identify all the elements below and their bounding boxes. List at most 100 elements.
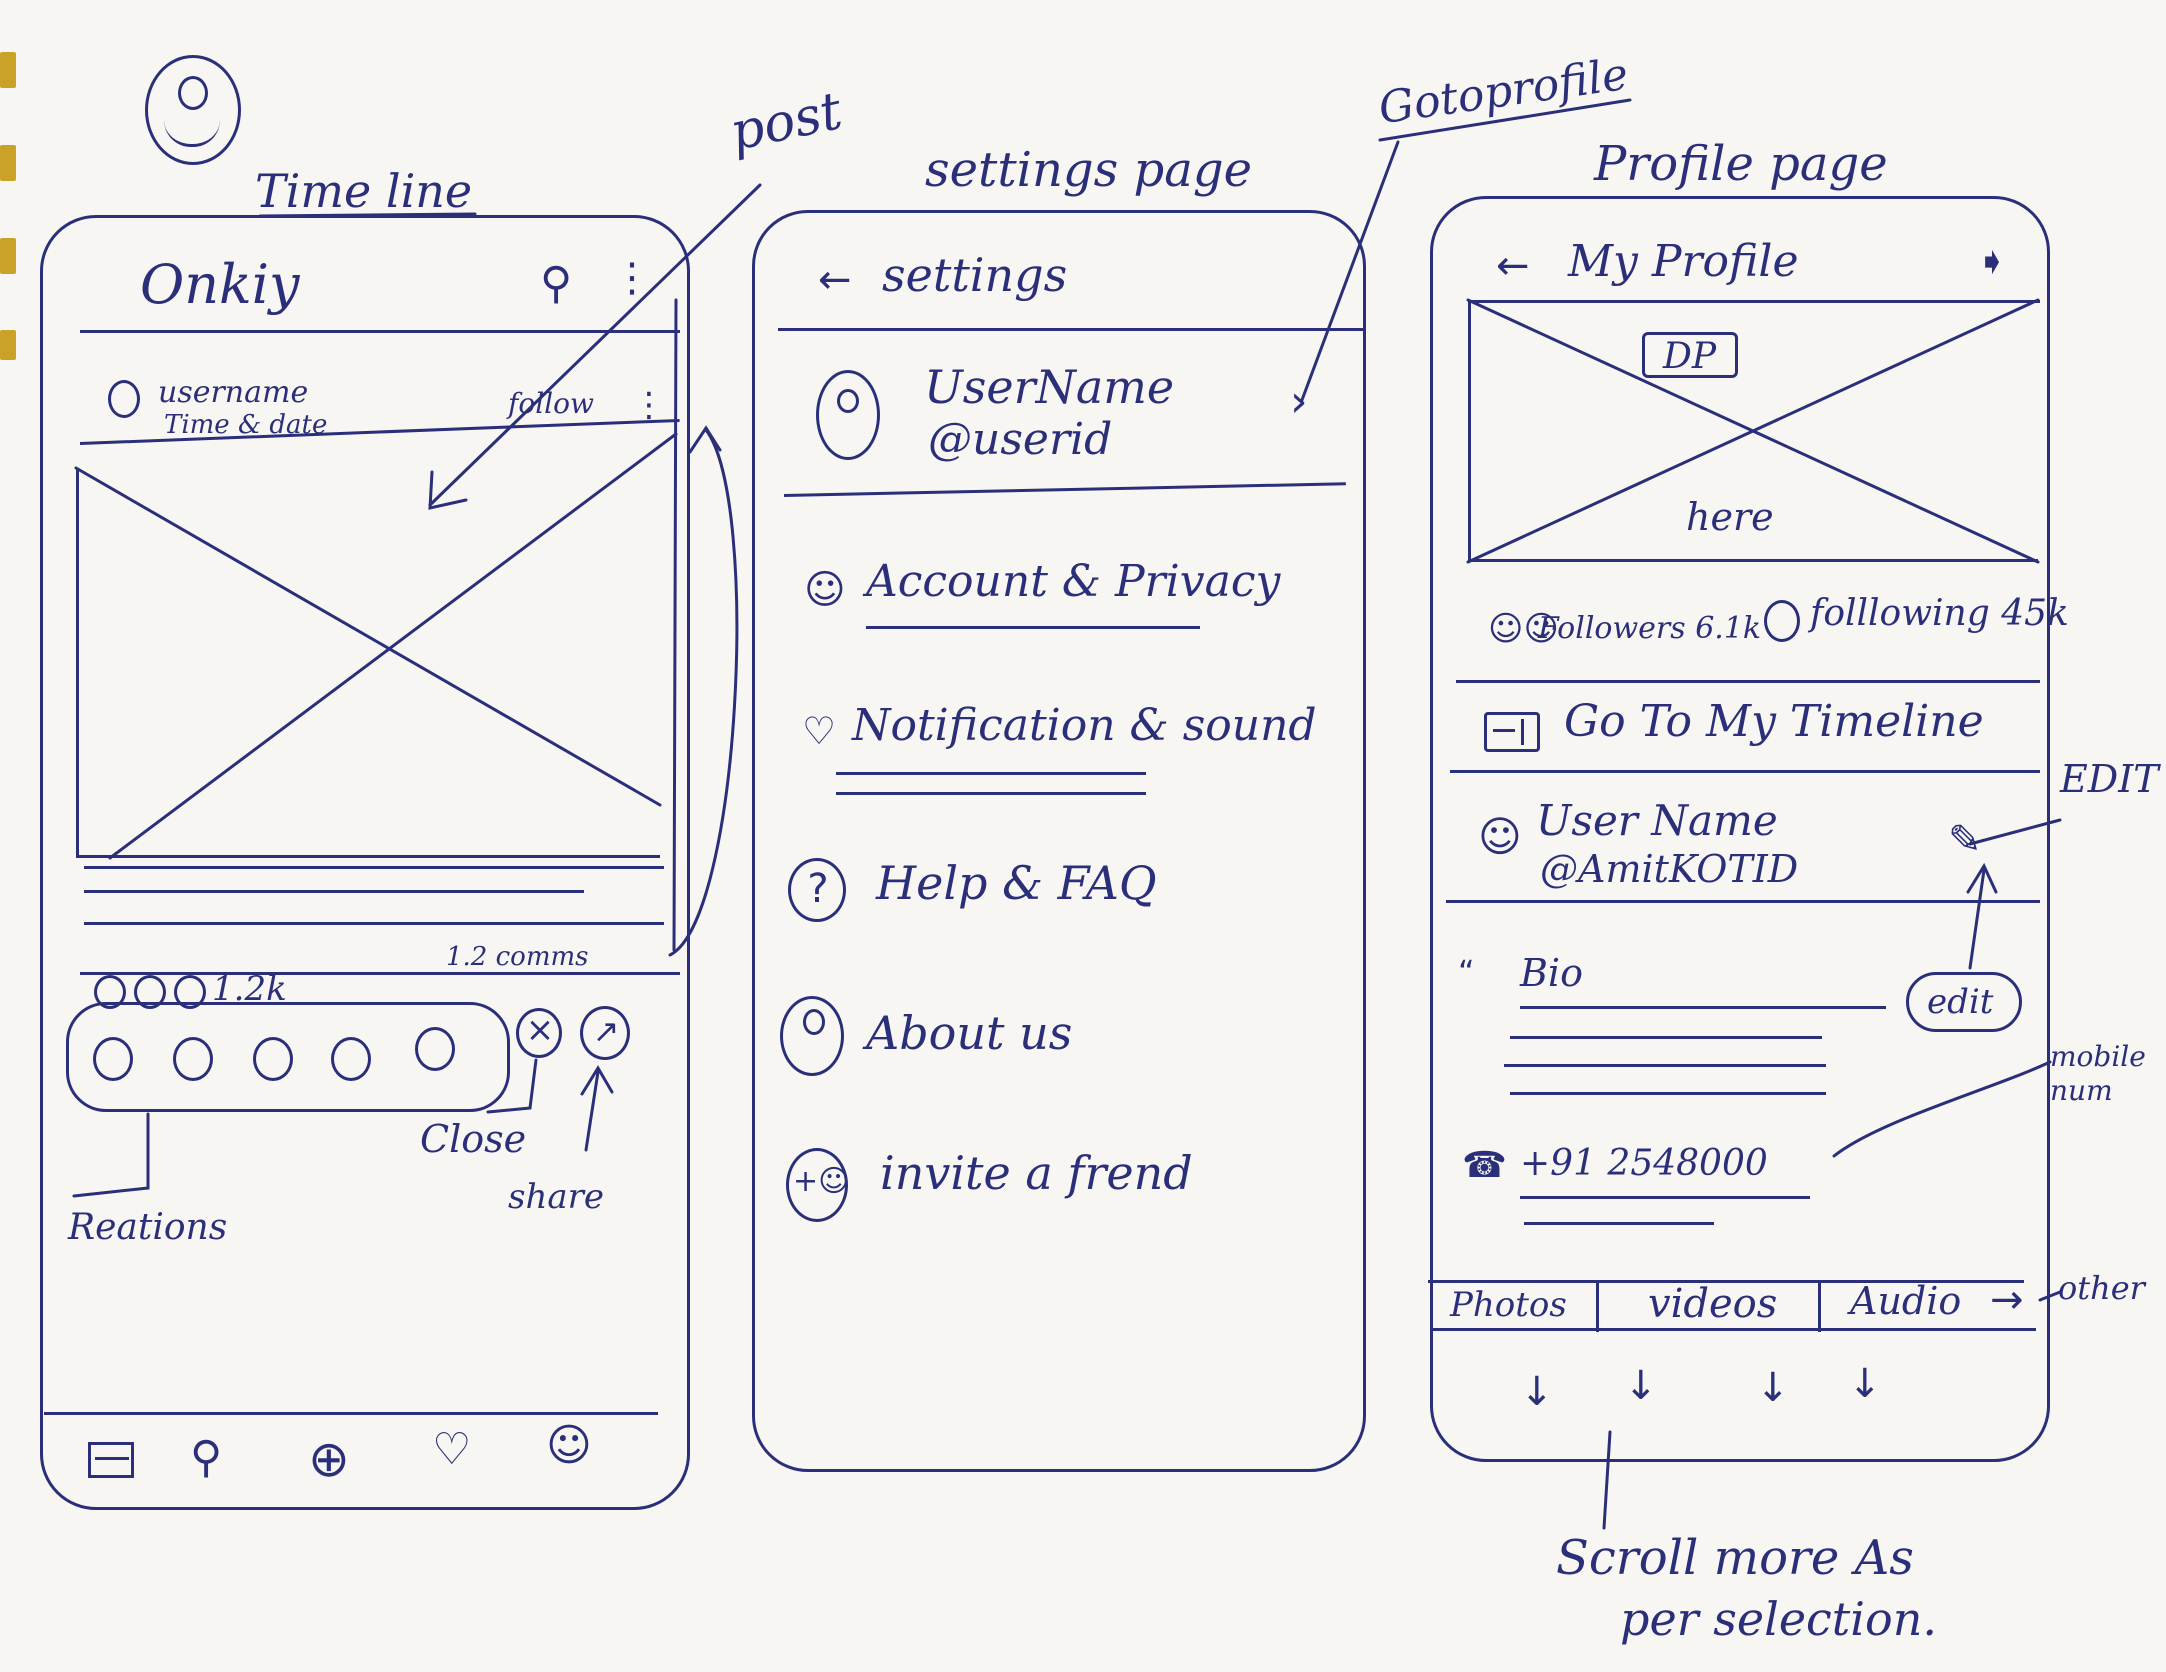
settings-item-account-privacy[interactable]: Account & Privacy [866, 556, 1281, 607]
divider [80, 330, 680, 333]
share-note: share [508, 1177, 604, 1217]
scroll-note-line1: Scroll more As [1556, 1530, 1914, 1586]
tab-divider [1596, 1280, 1599, 1332]
account-privacy-icon: ☺ [804, 567, 846, 613]
settings-item-notification-sound[interactable]: Notification & sound [852, 700, 1317, 751]
app-name: Onkiy [140, 253, 300, 316]
settings-header: settings [882, 248, 1068, 302]
timeline-icon [1484, 712, 1540, 752]
scroll-note-line2: per selection. [1620, 1592, 1937, 1646]
followers-count[interactable]: Followers 6.1k [1538, 611, 1762, 646]
dp-label: DP [1663, 336, 1717, 377]
search-icon[interactable]: ⚲ [540, 258, 573, 309]
reaction-count-icon [94, 975, 126, 1009]
divider [778, 328, 1366, 331]
post-image-placeholder [76, 468, 660, 858]
profile-nav-icon[interactable]: ☺ [546, 1420, 592, 1471]
edit-note: EDIT [2060, 757, 2159, 801]
settings-item-invite-friend[interactable]: invite a frend [880, 1146, 1193, 1200]
post-username: username [158, 375, 309, 410]
notifications-icon[interactable]: ♡ [432, 1424, 472, 1475]
binding-mark [0, 145, 16, 181]
comment-count[interactable]: 1.2 comms [446, 942, 589, 972]
following-icon [1764, 600, 1800, 642]
bio-line [1504, 1064, 1826, 1067]
settings-title: settings page [925, 142, 1252, 198]
share-icon[interactable]: ➧ [1976, 239, 2008, 283]
mobile-number-note: mobile num [2050, 1040, 2146, 1107]
avatar [108, 380, 140, 418]
divider [1446, 900, 2040, 903]
invite-friend-icon: +☺ [786, 1148, 849, 1222]
reaction-option[interactable] [93, 1037, 133, 1081]
tab-videos[interactable]: videos [1648, 1281, 1778, 1327]
dp-label-box: DP [1642, 332, 1738, 378]
app-logo-icon [145, 55, 241, 165]
reaction-option[interactable] [331, 1037, 371, 1081]
scroll-down-arrow-icon: ↓ [1520, 1369, 1554, 1415]
search-nav-icon[interactable]: ⚲ [190, 1432, 223, 1483]
tabs-more-arrow-icon[interactable]: → [1990, 1277, 2024, 1323]
close-note: Close [420, 1117, 527, 1161]
settings-item-about-us[interactable]: About us [866, 1006, 1073, 1060]
tabs-top-line [1428, 1280, 2024, 1283]
timeline-title: Time line [255, 164, 473, 218]
divider [1450, 770, 2040, 773]
user-avatar [816, 370, 880, 460]
underline [836, 772, 1146, 775]
bio-line [1510, 1036, 1822, 1039]
about-icon [780, 996, 844, 1076]
tab-photos[interactable]: Photos [1450, 1285, 1567, 1325]
tab-divider [1818, 1280, 1821, 1332]
follow-button[interactable]: follow [508, 387, 594, 420]
edit-bio-button[interactable]: edit [1906, 972, 2022, 1032]
phone-icon: ☎ [1462, 1145, 1507, 1186]
dp-here-label: here [1686, 495, 1774, 539]
following-count[interactable]: folllowing 45k [1810, 593, 2069, 634]
reaction-option[interactable] [415, 1027, 455, 1071]
bio-line [1510, 1092, 1826, 1095]
share-icon[interactable]: ↗ [580, 1006, 630, 1060]
bell-icon: ♡ [802, 709, 837, 753]
back-arrow-icon[interactable]: ← [1496, 243, 1530, 289]
scroll-down-arrow-icon: ↓ [1848, 1361, 1882, 1407]
binding-mark [0, 238, 16, 274]
phone-line [1524, 1222, 1714, 1225]
home-feed-icon[interactable] [88, 1442, 134, 1478]
back-arrow-icon[interactable]: ← [818, 257, 852, 303]
reaction-option[interactable] [173, 1037, 213, 1081]
close-icon[interactable]: × [516, 1008, 562, 1058]
reactions-bar [66, 1002, 510, 1112]
settings-userid: @userid [928, 414, 1113, 465]
caption-line [84, 922, 664, 925]
reaction-count-icon [174, 975, 206, 1009]
bio-line [1520, 1006, 1886, 1009]
profile-header: My Profile [1568, 236, 1799, 287]
quote-icon: “ [1458, 953, 1475, 991]
goto-timeline-button[interactable]: Go To My Timeline [1564, 696, 1984, 747]
chevron-right-icon[interactable]: › [1290, 376, 1308, 427]
divider [80, 972, 680, 975]
reaction-count: 1.2k [212, 969, 287, 1009]
settings-item-help-faq[interactable]: Help & FAQ [876, 856, 1157, 910]
followers-icon: ☺☺ [1488, 609, 1559, 649]
more-vertical-icon[interactable]: ⋮ [612, 255, 652, 301]
post-more-icon[interactable]: ⋮ [632, 385, 666, 425]
reactions-note: Reations [68, 1207, 228, 1248]
edit-pencil-icon[interactable]: ✎ [1948, 817, 1982, 863]
goto-profile-note: Gotoprofile [1375, 48, 1632, 135]
scroll-down-arrow-icon: ↓ [1624, 1363, 1658, 1409]
reaction-option[interactable] [253, 1037, 293, 1081]
caption-line [84, 866, 664, 869]
user-icon: ☺ [1478, 812, 1522, 861]
binding-mark [0, 330, 16, 360]
add-post-icon[interactable]: ⊕ [308, 1430, 350, 1488]
settings-phone [752, 210, 1366, 1472]
bottom-nav-divider [44, 1412, 658, 1415]
underline [836, 792, 1146, 795]
reaction-count-icon [134, 975, 166, 1009]
tab-audio[interactable]: Audio [1850, 1279, 1962, 1323]
edit-bio-label: edit [1927, 982, 1994, 1022]
binding-mark [0, 52, 16, 88]
tabs-bottom-line [1430, 1328, 2036, 1331]
